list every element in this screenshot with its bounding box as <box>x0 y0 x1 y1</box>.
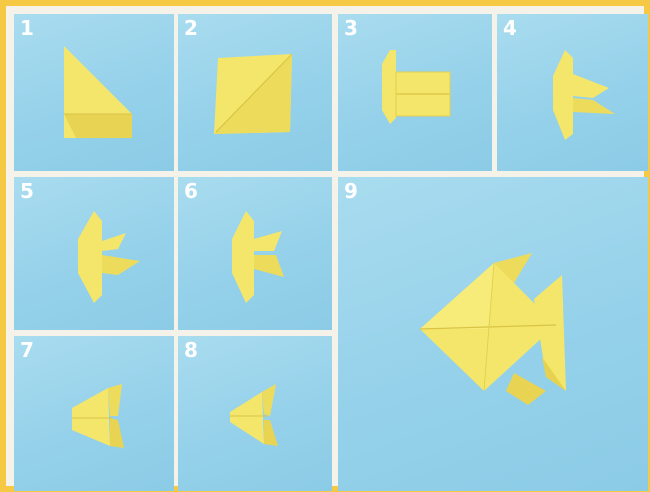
paper-square-diagonal <box>178 14 332 171</box>
paper-step-6 <box>178 177 332 330</box>
step-7-panel: 7 <box>14 336 174 491</box>
paper-step-8 <box>178 336 332 491</box>
finished-origami-fish <box>338 177 648 491</box>
step-8-panel: 8 <box>178 336 332 491</box>
step-4-panel: 4 <box>497 14 648 171</box>
step-3-panel: 3 <box>338 14 492 171</box>
paper-triangle-fold <box>14 14 174 171</box>
step-9-panel: 9 <box>338 177 648 491</box>
step-5-panel: 5 <box>14 177 174 330</box>
step-6-panel: 6 <box>178 177 332 330</box>
paper-step-3 <box>338 14 492 171</box>
paper-step-5 <box>14 177 174 330</box>
step-1-panel: 1 <box>14 14 174 171</box>
step-2-panel: 2 <box>178 14 332 171</box>
paper-step-7 <box>14 336 174 491</box>
paper-step-4 <box>497 14 648 171</box>
